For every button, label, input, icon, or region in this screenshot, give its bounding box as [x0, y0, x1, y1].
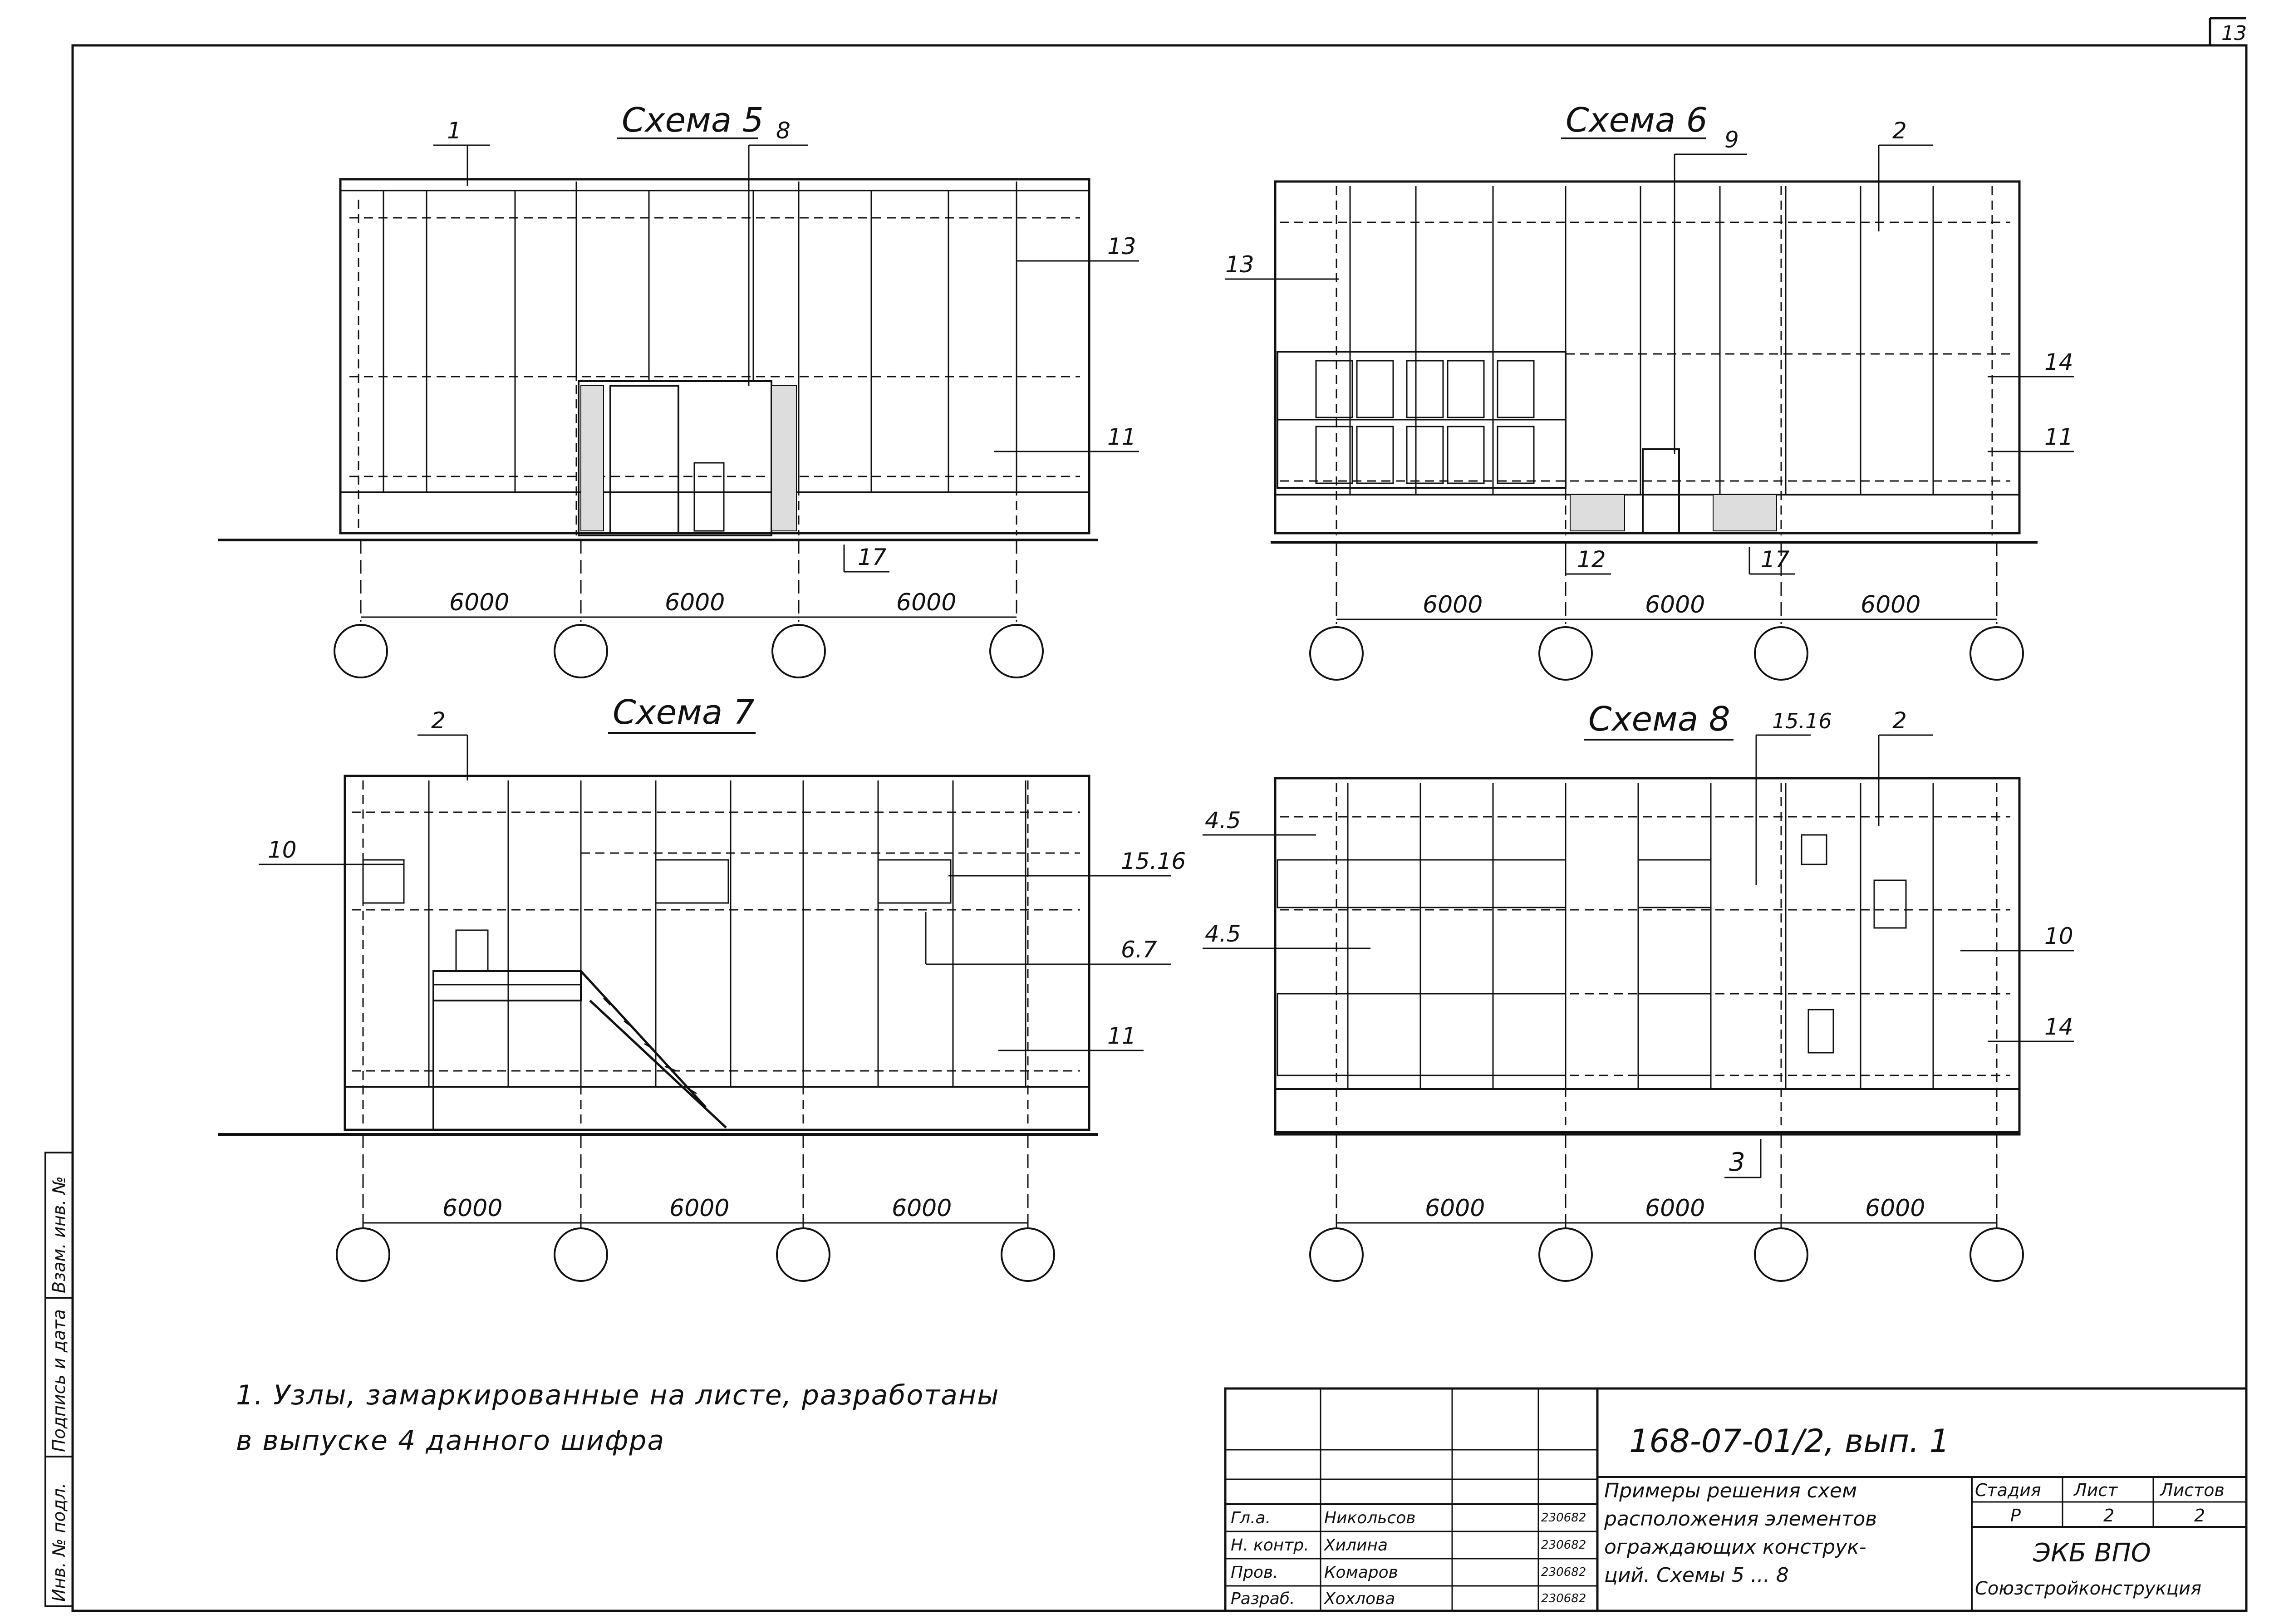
- dim-3: 6000: [1865, 1195, 1925, 1222]
- role: Разраб.: [1231, 1590, 1295, 1608]
- mark: 11: [2044, 424, 2073, 450]
- mark: 4.5: [1205, 921, 1241, 947]
- mark: 17: [1761, 546, 1790, 573]
- sheet-number: 13: [2221, 22, 2247, 45]
- dim-1: 6000: [1423, 591, 1483, 618]
- date: 230682: [1541, 1511, 1586, 1525]
- dim-1: 6000: [449, 589, 509, 616]
- header-stage: Стадия: [1975, 1480, 2041, 1500]
- name: Комаров: [1324, 1563, 1398, 1582]
- mark: 2: [1892, 118, 1907, 144]
- value-sheets: 2: [2194, 1506, 2205, 1526]
- side-stamp-inv: Инв. № подл.: [49, 1482, 69, 1602]
- dim-1: 6000: [442, 1195, 502, 1222]
- date: 230682: [1541, 1592, 1586, 1605]
- mark: 3: [1729, 1148, 1745, 1177]
- note-line-2: в выпуске 4 данного шифра: [236, 1425, 665, 1457]
- dim-2: 6000: [1645, 591, 1705, 618]
- mark: 10: [268, 837, 297, 863]
- scheme-7: Схема 7: [218, 693, 1186, 1282]
- mark: 12: [1577, 546, 1606, 573]
- mark: 4.5: [1205, 807, 1241, 834]
- mark: 17: [858, 544, 887, 570]
- dim-2: 6000: [1645, 1195, 1705, 1222]
- mark: 14: [2044, 349, 2073, 375]
- scheme-8: Схема 8: [1203, 700, 2074, 1282]
- mark: 13: [1107, 233, 1136, 260]
- scheme-6: Схема 6: [1225, 101, 2074, 681]
- name: Хилина: [1324, 1536, 1388, 1555]
- mark: 11: [1107, 424, 1136, 450]
- note-line-1: 1. Узлы, замаркированные на листе, разра…: [236, 1379, 1000, 1411]
- name: Хохлова: [1324, 1590, 1395, 1608]
- org-name: ЭКБ ВПО: [2033, 1538, 2151, 1568]
- mark: 14: [2044, 1014, 2073, 1040]
- scheme-title: Схема 8: [1588, 700, 1730, 739]
- mark: 10: [2044, 923, 2073, 949]
- dim-3: 6000: [892, 1195, 952, 1222]
- mark: 15.16: [1772, 709, 1832, 733]
- mark: 2: [1892, 707, 1907, 734]
- header-sheets: Листов: [2160, 1480, 2225, 1500]
- sheet-frame: [71, 44, 2248, 1612]
- mark: 13: [1225, 251, 1254, 278]
- dim-1: 6000: [1425, 1195, 1485, 1222]
- date: 230682: [1541, 1538, 1586, 1552]
- desc-line-1: Примеры решения схем: [1604, 1479, 1857, 1502]
- name: Никольсов: [1324, 1509, 1416, 1527]
- mark: 9: [1724, 127, 1739, 153]
- role: Н. контр.: [1231, 1536, 1309, 1555]
- scheme-title: Схема 7: [613, 693, 755, 732]
- date: 230682: [1541, 1565, 1586, 1579]
- mark: 6.7: [1121, 937, 1157, 963]
- role: Гл.а.: [1231, 1509, 1271, 1527]
- mark: 11: [1107, 1023, 1136, 1049]
- value-stage: Р: [2010, 1506, 2021, 1526]
- mark: 1: [447, 118, 462, 144]
- dim-3: 6000: [896, 589, 956, 616]
- side-stamp-sign: Подпись и дата: [49, 1309, 69, 1452]
- mark: 2: [431, 707, 446, 734]
- dim-3: 6000: [1861, 591, 1920, 618]
- desc-line-2: расположения элементов: [1604, 1507, 1877, 1531]
- mark: 8: [776, 118, 791, 144]
- document-code: 168-07-01/2, вып. 1: [1629, 1423, 1950, 1460]
- org-parent: Союзстройконструкция: [1975, 1578, 2202, 1599]
- header-sheet: Лист: [2074, 1480, 2118, 1500]
- side-stamp-repl: Взам. инв. №: [49, 1176, 69, 1293]
- title-block: [1224, 1387, 2248, 1612]
- desc-line-4: ций. Схемы 5 ... 8: [1604, 1564, 1789, 1587]
- mark: 15.16: [1121, 848, 1186, 874]
- side-stamp: [44, 1152, 74, 1607]
- dim-2: 6000: [665, 589, 725, 616]
- scheme-5: Схема 5 6: [218, 101, 1139, 678]
- scheme-title: Схема 5: [622, 101, 764, 140]
- dim-2: 6000: [669, 1195, 729, 1222]
- desc-line-3: ограждающих конструк-: [1604, 1536, 1866, 1559]
- scheme-title: Схема 6: [1566, 101, 1708, 140]
- role: Пров.: [1231, 1563, 1278, 1582]
- value-sheet: 2: [2103, 1506, 2115, 1526]
